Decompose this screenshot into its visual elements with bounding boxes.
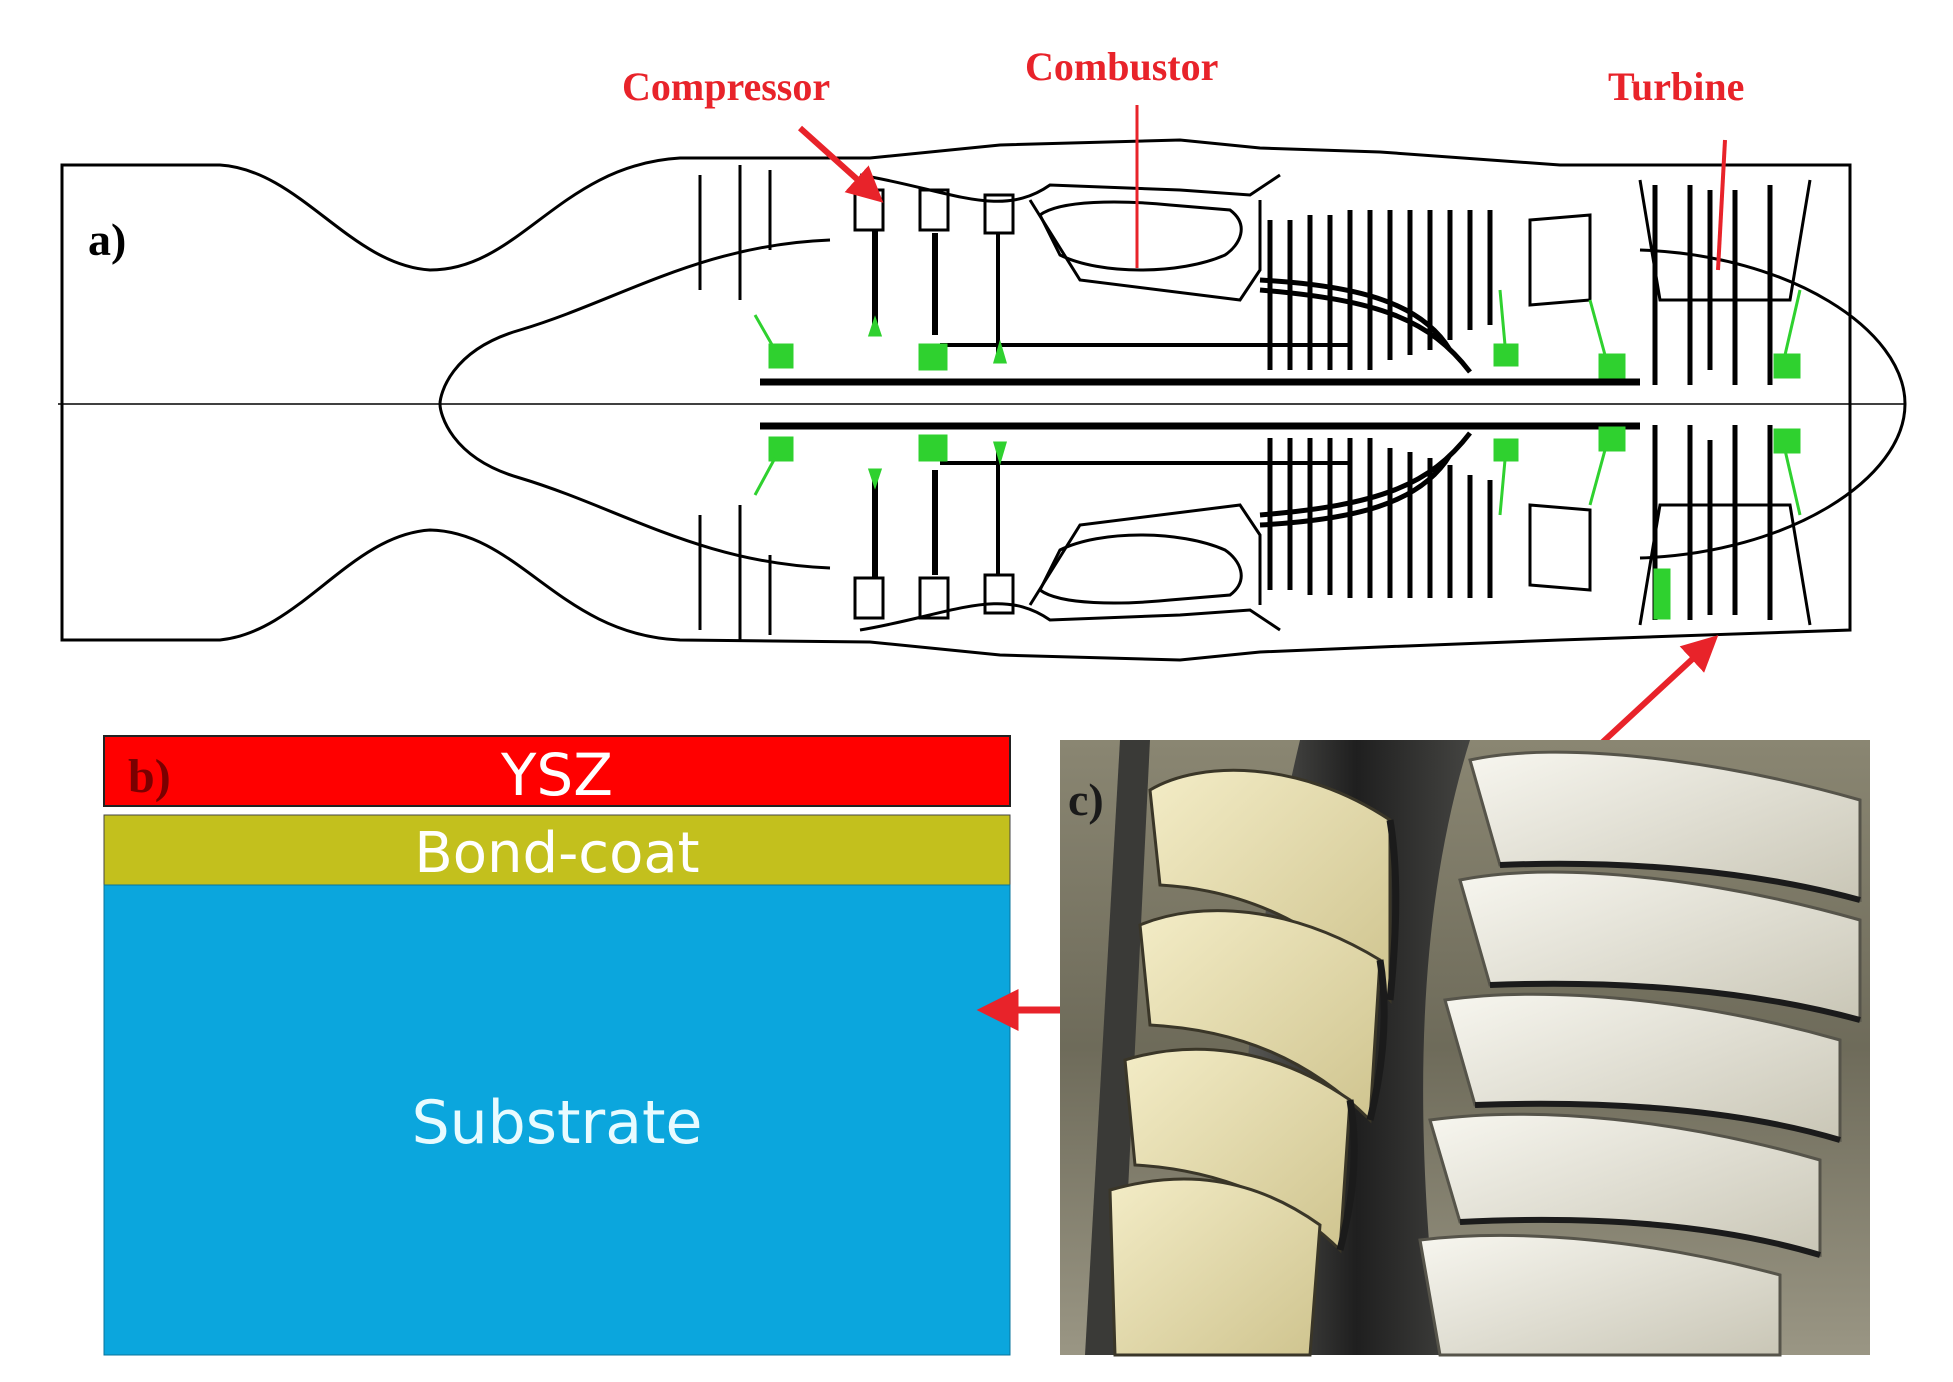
combustor-liner-bottom [1038, 533, 1243, 605]
combustor-label: Combustor [1025, 44, 1218, 89]
lp-turbine-bottom [1652, 425, 1773, 620]
substrate-layer [103, 884, 1011, 1356]
ysz-label: YSZ [500, 741, 613, 809]
panel-label-a: a) [88, 214, 126, 265]
panel-label-b: b) [128, 750, 171, 803]
coating-layer-stack [103, 735, 1011, 1356]
compressor-label: Compressor [622, 64, 830, 109]
combustor-liner-top [1038, 200, 1243, 272]
coated-blade-edges-left [1336, 819, 1400, 1251]
lp-turbine-top [1652, 185, 1773, 385]
nacelle-outline [60, 138, 1852, 662]
bond-coat-label: Bond-coat [414, 821, 699, 886]
coated-blade-edges-right [1459, 860, 1861, 1258]
bearing-supports [768, 315, 1801, 620]
inlet-spinner [438, 238, 831, 570]
turbine-label: Turbine [1608, 64, 1744, 109]
substrate-label: Substrate [412, 1088, 703, 1158]
coated-blades-left [1108, 768, 1392, 1357]
compressor-arrow-icon [797, 125, 884, 203]
hp-turbine-top [1267, 210, 1493, 370]
bond-coat-layer [103, 814, 1011, 886]
panel-label-c: c) [1068, 774, 1104, 825]
engine-cross-section [58, 138, 1907, 662]
turbine-pointer-line [1716, 139, 1727, 271]
turbine-blade-photo [1060, 740, 1870, 1357]
ysz-layer [103, 735, 1011, 807]
